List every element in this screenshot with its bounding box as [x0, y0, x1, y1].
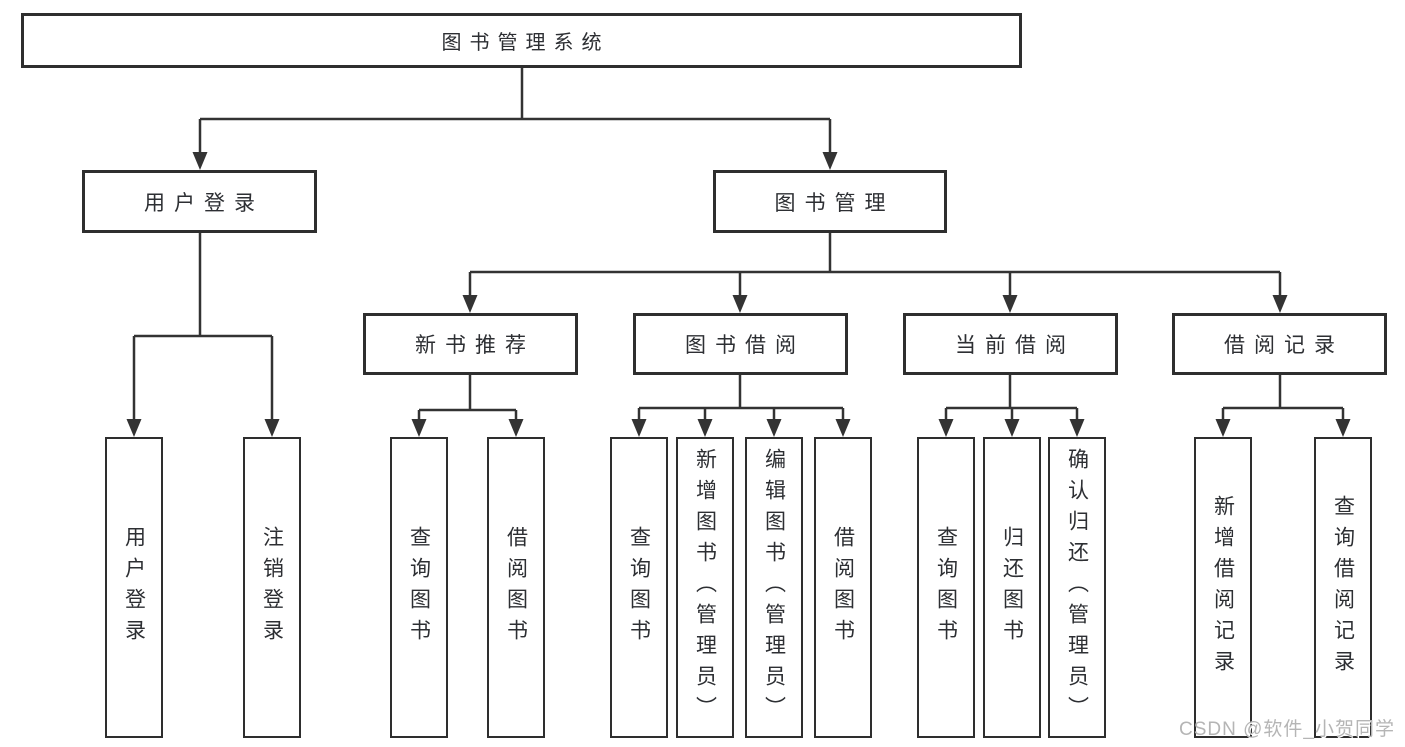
node-user-login: 用户登录: [82, 170, 317, 233]
node-label: 图书管理: [774, 191, 895, 215]
node-label: 确认归还（管理员）: [1065, 448, 1089, 727]
leaf-borrow-books-recommend: 借阅图书: [487, 437, 545, 738]
node-label: 借阅图书: [504, 525, 528, 650]
node-label: 注销登录: [260, 525, 284, 650]
leaf-confirm-return-admin: 确认归还（管理员）: [1048, 437, 1106, 738]
node-label: 查询图书: [407, 525, 431, 650]
node-current-borrowing: 当前借阅: [903, 313, 1118, 375]
leaf-logout: 注销登录: [243, 437, 301, 738]
node-new-book-recommendation: 新书推荐: [363, 313, 578, 375]
node-label: 新书推荐: [415, 334, 535, 357]
leaf-return-books: 归还图书: [983, 437, 1041, 738]
leaf-add-borrow-record: 新增借阅记录: [1194, 437, 1252, 738]
leaf-query-books-current: 查询图书: [917, 437, 975, 738]
node-label: 查询图书: [934, 525, 958, 650]
node-label: 当前借阅: [955, 334, 1075, 357]
node-label: 用户登录: [144, 191, 264, 215]
watermark-text: CSDN @软件_小贺同学: [1179, 719, 1395, 740]
leaf-query-books-recommend: 查询图书: [390, 437, 448, 738]
node-book-management: 图书管理: [713, 170, 947, 233]
leaf-add-book-admin: 新增图书（管理员）: [676, 437, 734, 738]
leaf-query-books-borrowing: 查询图书: [610, 437, 668, 738]
node-label: 查询图书: [627, 525, 651, 650]
node-label: 图书借阅: [685, 334, 805, 357]
node-borrowing-records: 借阅记录: [1172, 313, 1387, 375]
node-label: 查询借阅记录: [1331, 494, 1355, 681]
node-label: 借阅记录: [1224, 334, 1344, 357]
node-label: 新增图书（管理员）: [693, 448, 717, 727]
leaf-borrow-books-borrowing: 借阅图书: [814, 437, 872, 738]
node-label: 用户登录: [122, 525, 146, 650]
node-label: 新增借阅记录: [1211, 494, 1235, 681]
node-label: 图书管理系统: [441, 32, 610, 54]
node-book-borrowing: 图书借阅: [633, 313, 848, 375]
leaf-query-borrow-record: 查询借阅记录: [1314, 437, 1372, 738]
leaf-user-login: 用户登录: [105, 437, 163, 738]
leaf-edit-book-admin: 编辑图书（管理员）: [745, 437, 803, 738]
node-label: 借阅图书: [831, 525, 855, 650]
node-label: 归还图书: [1000, 525, 1024, 650]
node-label: 编辑图书（管理员）: [762, 448, 786, 727]
node-library-management-system: 图书管理系统: [21, 13, 1022, 68]
